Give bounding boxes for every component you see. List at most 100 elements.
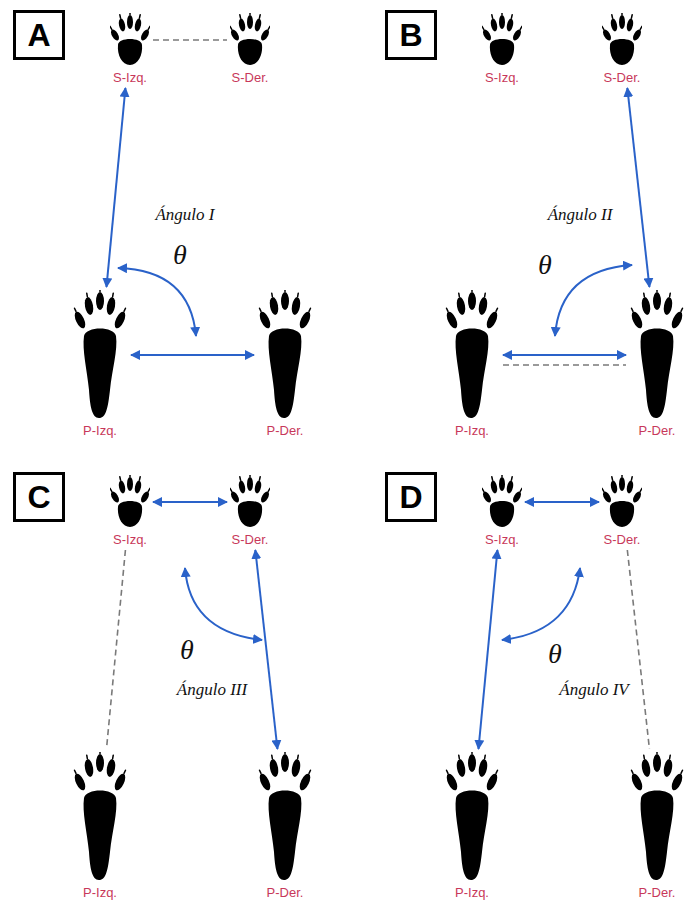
angle-name: Ángulo III [177,680,247,700]
claw [230,488,232,491]
panel-letter-box: B [385,10,437,60]
claw [602,26,604,29]
toe [477,296,488,315]
foot-sole [641,791,674,881]
toe [118,480,127,494]
toe [258,772,273,792]
toe [640,758,651,777]
claw [632,770,633,773]
angle-arc [118,268,196,336]
panel-letter-box: A [13,10,65,60]
claw [309,308,310,311]
claw [501,13,503,15]
footprint-label: S-Izq. [113,532,147,547]
toe [110,490,121,503]
claw [621,13,623,15]
footprint: P-Der. [629,290,685,438]
claw [681,770,682,773]
angle-arc [502,568,580,640]
claw [611,15,613,18]
toe [619,477,625,491]
toe [445,310,460,330]
claw [484,755,486,758]
claw [491,477,493,480]
measure-arrow [525,501,599,503]
claw [239,15,241,18]
toe [477,758,488,777]
footprint: S-Izq. [482,475,522,547]
toe [298,772,313,792]
claw [271,755,273,758]
claw [148,26,150,29]
foot-sole [84,791,117,881]
toe [238,480,247,494]
footprint-shape [72,290,128,420]
footprint-shape [110,13,150,67]
toe [259,28,270,41]
footprint-label: P-Izq. [455,885,489,900]
footprint-label: P-Der. [639,423,676,438]
toe [455,296,466,315]
toe [96,292,104,310]
measure-arrow [153,501,227,503]
claw [124,770,125,773]
footprint: P-Der. [257,752,313,900]
angle-symbol: θ [180,634,194,666]
toe [630,310,645,330]
toe [254,18,263,32]
foot-sole [238,501,262,527]
foot-sole [490,501,514,527]
foot-sole [118,501,142,527]
footprint-label: S-Izq. [113,70,147,85]
footprint-shape [482,13,522,67]
toe [254,480,263,494]
footprint: P-Der. [629,752,685,900]
toe [258,310,273,330]
claw [681,308,682,311]
toe [134,18,143,32]
footprint-label: S-Der. [232,532,269,547]
claw [148,488,150,491]
claw [297,293,299,296]
toe [490,18,499,32]
toe [499,477,505,491]
footprint-label: P-Izq. [455,423,489,438]
foot-sole [610,39,634,65]
toe [626,480,635,494]
measure-arrow [627,88,649,287]
claw [520,488,522,491]
footprint-shape [257,752,313,882]
toe [662,296,673,315]
footprint-label: S-Der. [232,70,269,85]
claw [110,488,112,491]
claw [259,477,261,480]
angle-name: Ángulo IV [559,680,628,700]
toe [134,480,143,494]
toe [640,296,651,315]
claw [482,26,484,29]
toe [499,15,505,29]
claw [268,488,270,491]
claw [260,770,261,773]
footprint: S-Der. [230,13,270,85]
foot-sole [269,329,302,419]
claw [640,26,642,29]
toe [105,758,116,777]
toe [268,758,279,777]
claw [640,488,642,491]
footprint-label: S-Der. [604,70,641,85]
angle-arc [555,265,632,336]
claw [139,477,141,480]
angle-name: Ángulo II [548,205,613,225]
angle-symbol: θ [173,239,187,271]
footprint: S-Izq. [110,475,150,547]
claw [669,755,671,758]
measure-arrow [131,354,254,356]
footprint-label: S-Izq. [485,70,519,85]
claw [458,755,460,758]
claw [602,488,604,491]
claw [520,26,522,29]
toe [83,296,94,315]
footprint-shape [444,752,500,882]
